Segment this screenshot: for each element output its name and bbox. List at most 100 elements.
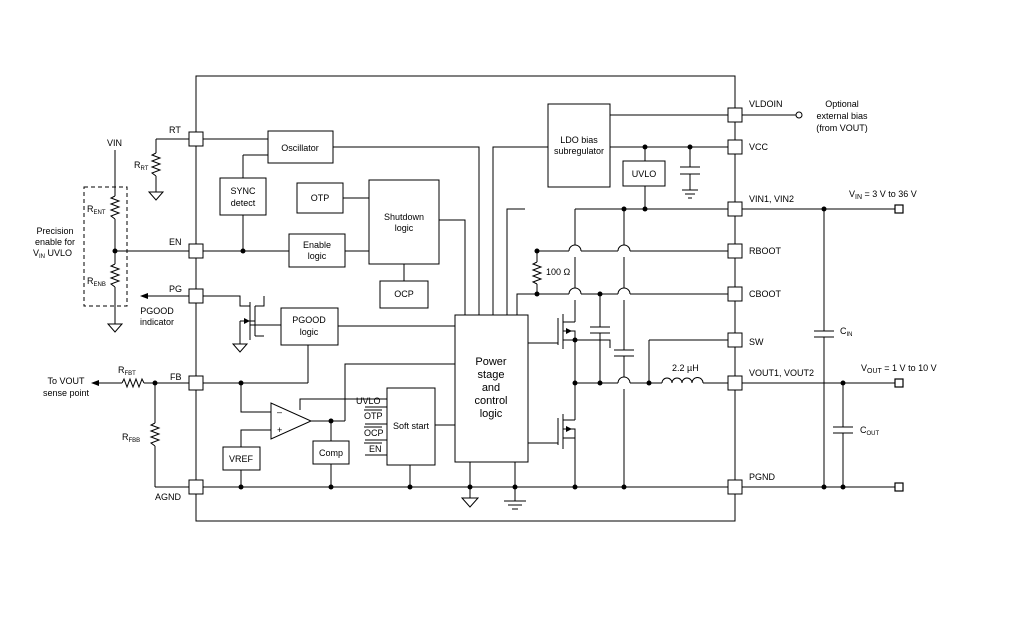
inductor [661,377,704,384]
internal-wiring [203,114,728,501]
opamp-plus-label: + [277,425,282,435]
pin-label-pgnd: PGND [749,472,776,482]
rfbt-label: RFBT [118,365,136,377]
pin-label-pg: PG [169,284,182,294]
pin-vldoin [727,107,743,123]
vout-range-label: VOUT = 1 V to 10 V [861,363,937,375]
ocp-label: OCP [394,289,414,299]
to-vout-line1: To VOUT [47,376,85,386]
pin-label-agnd: AGND [155,492,182,502]
pin-label-vcc: VCC [749,142,769,152]
pin-vin [727,201,743,217]
gnd-terminal [894,482,904,492]
pin-label-sw: SW [749,337,764,347]
vin-node-label: VIN [107,138,122,148]
error-amplifier [270,402,313,440]
pin-agnd [188,479,204,495]
pgood-indicator-line2: indicator [140,317,174,327]
junction-dots [112,144,846,490]
pg-fet-arrow [244,318,250,324]
enable-logic-block [288,233,346,268]
shutdown-label-line1: Shutdown [384,212,424,222]
r100-label: 100 Ω [546,267,571,277]
vcc-capacitor [680,166,700,199]
ss-input-en: EN [369,444,382,454]
inductor-label: 2.2 µH [672,363,699,373]
pin-label-rboot: RBOOT [749,246,782,256]
rfbb-label: RFBB [122,432,140,444]
ground-symbol-agnd [460,497,480,508]
vref-label: VREF [229,454,254,464]
vin-range-label: VIN = 3 V to 36 V [849,189,917,201]
precision-line3: VIN UVLO [33,248,72,260]
pin-pg [188,288,204,304]
pin-rt [188,131,204,147]
vref-block [222,446,261,471]
pin-cboot [727,286,743,302]
power-label-line5: logic [480,408,503,420]
pgood-logic-block [280,307,339,346]
ocp-block [379,280,429,309]
sync-label-line1: SYNC [230,186,256,196]
shutdown-label-line2: logic [395,223,414,233]
enable-label-line2: logic [308,251,327,261]
pin-en [188,243,204,259]
power-label-line2: stage [478,369,505,381]
pgood-label-line1: PGOOD [292,315,326,325]
optional-line1: Optional [825,99,859,109]
sync-label-line2: detect [231,198,256,208]
sync-detect-block [219,177,267,216]
pins-left [188,131,204,495]
ldo-label-line1: LDO bias [560,135,598,145]
ss-input-otp: OTP [364,411,383,421]
pin-vcc [727,139,743,155]
vout-terminal [894,378,904,388]
rent-label: RENT [87,204,106,216]
ground-symbol-pg [231,343,249,353]
precision-line2: enable for [35,237,75,247]
wire-crossovers [568,244,631,384]
rrt-label: RRT [134,160,149,172]
vin-terminal [894,204,904,214]
pin-label-vout: VOUT1, VOUT2 [749,368,814,378]
comp-block [312,440,350,465]
pin-label-en: EN [169,237,182,247]
cout-label: COUT [860,425,880,437]
pin-rboot [727,243,743,259]
pin-fb [188,375,204,391]
power-stage-block [454,314,529,463]
pin-label-cboot: CBOOT [749,289,782,299]
enable-label-line1: Enable [303,240,331,250]
otp-label: OTP [311,193,330,203]
soft-start-block [386,387,436,466]
uvlo-block [622,160,666,187]
ss-input-ocp: OCP [364,428,384,438]
external-right-wiring [742,111,895,488]
optional-line3: (from VOUT) [816,123,868,133]
optional-line2: external bias [816,111,868,121]
pin-label-vldoin: VLDOIN [749,99,783,109]
ss-input-uvlo: UVLO [356,396,381,406]
ground-symbol-pgnd [504,500,526,510]
pgood-indicator-line1: PGOOD [140,306,174,316]
pin-label-fb: FB [170,372,182,382]
resistor-100-ohm [531,261,543,285]
pin-pgnd [727,479,743,495]
ldo-bias-block [547,103,611,188]
precision-line1: Precision [36,226,73,236]
pin-vout [727,375,743,391]
external-left-wiring [83,138,189,488]
soft-start-label: Soft start [393,421,430,431]
shutdown-logic-block [368,179,440,265]
power-label-line4: control [474,395,507,407]
renb-label: RENB [87,276,106,288]
ldo-label-line2: subregulator [554,146,604,156]
bootstrap-capacitor [590,326,610,334]
oscillator-label: Oscillator [281,143,319,153]
otp-block [296,182,344,214]
high-side-mosfet [557,314,576,349]
pgood-label-line2: logic [300,327,319,337]
pin-label-vin: VIN1, VIN2 [749,194,794,204]
power-label-line3: and [482,382,500,394]
